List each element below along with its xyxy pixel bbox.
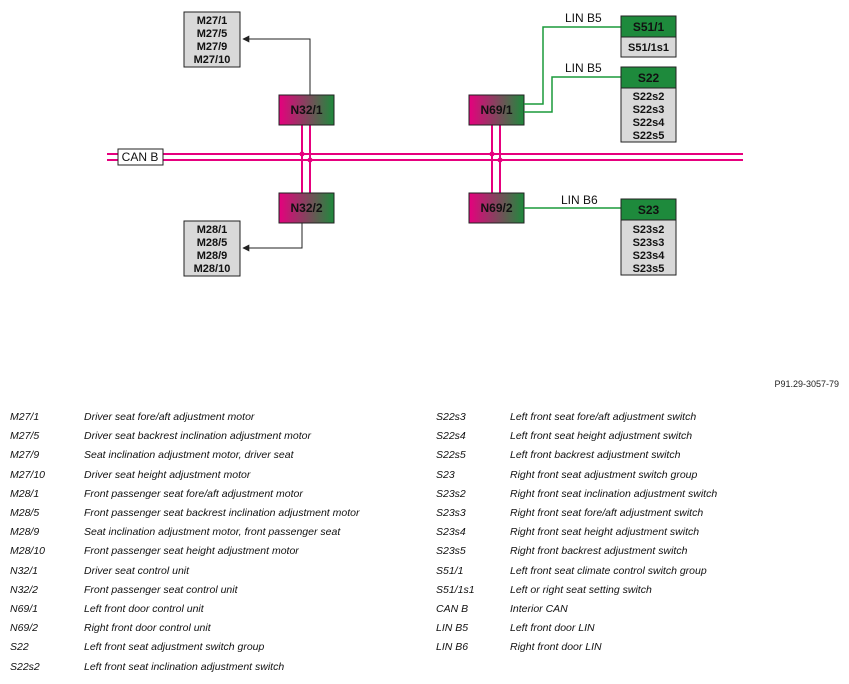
legend-description: Right front seat inclination adjustment … <box>510 487 718 500</box>
legend-description: Left front seat adjustment switch group <box>84 641 265 654</box>
legend-description: Front passenger seat control unit <box>84 583 238 596</box>
control-unit-n32-1: N32/1 <box>278 94 335 126</box>
legend-code: S51/1 <box>436 564 464 577</box>
svg-text:M27/9: M27/9 <box>197 41 228 53</box>
passenger-motor-link <box>242 223 303 252</box>
legend-code: M27/1 <box>10 411 40 423</box>
legend-description: Seat inclination adjustment motor, front… <box>84 526 341 539</box>
svg-text:S22s3: S22s3 <box>633 104 665 116</box>
legend-code: N32/2 <box>10 583 39 596</box>
svg-text:S23s3: S23s3 <box>633 237 665 249</box>
legend-code: N69/2 <box>10 622 39 635</box>
svg-text:S22s5: S22s5 <box>633 130 665 142</box>
legend-description: Driver seat height adjustment motor <box>84 468 251 481</box>
driver-motor-link <box>242 35 311 95</box>
legend-description: Interior CAN <box>510 603 568 615</box>
svg-text:S23s4: S23s4 <box>633 250 666 262</box>
svg-text:S51/1: S51/1 <box>633 20 665 34</box>
legend-code: S23s2 <box>436 487 466 500</box>
control-unit-n32-2: N32/2 <box>278 192 335 224</box>
motor-group-driver: M27/1 M27/5 M27/9 M27/10 <box>183 11 241 68</box>
svg-text:M28/1: M28/1 <box>197 224 228 236</box>
legend-code: S22 <box>10 641 29 654</box>
legend-code: S22s4 <box>436 430 466 443</box>
svg-text:N69/1: N69/1 <box>480 103 512 117</box>
svg-text:M28/5: M28/5 <box>197 237 228 249</box>
svg-text:M27/5: M27/5 <box>197 28 228 40</box>
svg-text:S23s2: S23s2 <box>633 224 665 236</box>
legend-code: S51/1s1 <box>436 583 475 596</box>
legend-description: Left front backrest adjustment switch <box>510 449 681 462</box>
legend-code: S23s3 <box>436 507 466 519</box>
can-bus: CAN B <box>107 148 743 166</box>
legend-code: S23 <box>436 468 455 481</box>
lin-label-s23: LIN B6 <box>561 193 598 207</box>
motor-group-passenger: M28/1 M28/5 M28/9 M28/10 <box>183 220 241 277</box>
legend-code: M28/10 <box>10 545 46 558</box>
legend-description: Left front seat fore/aft adjustment swit… <box>510 411 697 423</box>
legend-code: S23s5 <box>436 545 466 558</box>
legend-code: M27/5 <box>10 430 40 443</box>
legend-description: Right front door LIN <box>510 641 602 654</box>
can-bus-label-box <box>117 148 164 166</box>
legend-description: Right front seat height adjustment switc… <box>510 526 700 539</box>
svg-text:M28/10: M28/10 <box>194 263 231 275</box>
lin-lines <box>524 26 621 209</box>
legend-description: Right front backrest adjustment switch <box>510 545 688 558</box>
switch-group-s23: S23 S23s2 S23s3 S23s4 S23s5 <box>620 198 677 276</box>
svg-text:N32/2: N32/2 <box>290 201 322 215</box>
svg-text:S22s2: S22s2 <box>633 91 665 103</box>
legend-code: LIN B6 <box>436 641 469 654</box>
legend-description: Front passenger seat height adjustment m… <box>84 545 299 558</box>
lin-label-s22: LIN B5 <box>565 61 602 75</box>
legend-description: Front passenger seat backrest inclinatio… <box>84 507 360 519</box>
legend-code: M27/9 <box>10 449 40 462</box>
wiring-diagram: CAN B N32/1 N32/2 N69/1 N69/2 M27/1 M27/… <box>107 11 743 277</box>
legend-code: S22s5 <box>436 449 466 462</box>
legend-description: Front passenger seat fore/aft adjustment… <box>84 487 303 500</box>
control-unit-n69-1: N69/1 <box>468 94 525 126</box>
legend-description: Left front door control unit <box>84 603 204 615</box>
svg-text:S22s4: S22s4 <box>633 117 666 129</box>
legend-description: Driver seat control unit <box>84 564 190 577</box>
legend-description: Right front seat fore/aft adjustment swi… <box>510 507 704 519</box>
control-unit-n69-2: N69/2 <box>468 192 525 224</box>
legend-description: Right front door control unit <box>84 622 211 635</box>
svg-text:S23: S23 <box>638 203 660 217</box>
legend-code: M28/9 <box>10 526 40 539</box>
legend-code: S23s4 <box>436 526 466 539</box>
switch-group-s51: S51/1 S51/1s1 <box>620 15 677 58</box>
svg-text:S51/1s1: S51/1s1 <box>628 42 669 54</box>
legend-code: M28/5 <box>10 507 40 519</box>
legend-code: M27/10 <box>10 468 46 481</box>
legend-description: Left or right seat setting switch <box>510 583 652 596</box>
legend-code: N69/1 <box>10 603 39 615</box>
svg-text:M27/1: M27/1 <box>197 15 228 27</box>
legend-code: S22s2 <box>10 660 40 673</box>
svg-text:N69/2: N69/2 <box>480 201 512 215</box>
svg-text:S22: S22 <box>638 71 660 85</box>
legend-code: LIN B5 <box>436 622 469 635</box>
legend-description: Left front seat inclination adjustment s… <box>84 660 285 673</box>
svg-text:S23s5: S23s5 <box>633 263 665 275</box>
switch-group-s22: S22 S22s2 S22s3 S22s4 S22s5 <box>620 66 677 143</box>
legend-description: Left front seat height adjustment switch <box>510 430 693 443</box>
figure-reference: P91.29-3057-79 <box>774 379 839 389</box>
legend-description: Driver seat fore/aft adjustment motor <box>84 411 255 423</box>
legend-code: CAN B <box>436 603 469 615</box>
legend-code: N32/1 <box>10 564 39 577</box>
legend-description: Left front seat climate control switch g… <box>510 564 707 577</box>
legend-description: Right front seat adjustment switch group <box>510 468 698 481</box>
legend-description: Driver seat backrest inclination adjustm… <box>84 430 312 443</box>
lin-label-s51: LIN B5 <box>565 11 602 25</box>
svg-text:M27/10: M27/10 <box>194 54 231 66</box>
svg-text:N32/1: N32/1 <box>290 103 322 117</box>
legend-description: Seat inclination adjustment motor, drive… <box>84 449 294 462</box>
can-bus-label: CAN B <box>122 150 159 164</box>
svg-text:M28/9: M28/9 <box>197 250 228 262</box>
legend-code: S22s3 <box>436 411 466 423</box>
bus-junctions <box>299 151 503 163</box>
legend-description: Left front door LIN <box>510 622 595 635</box>
legend-code: M28/1 <box>10 487 40 500</box>
